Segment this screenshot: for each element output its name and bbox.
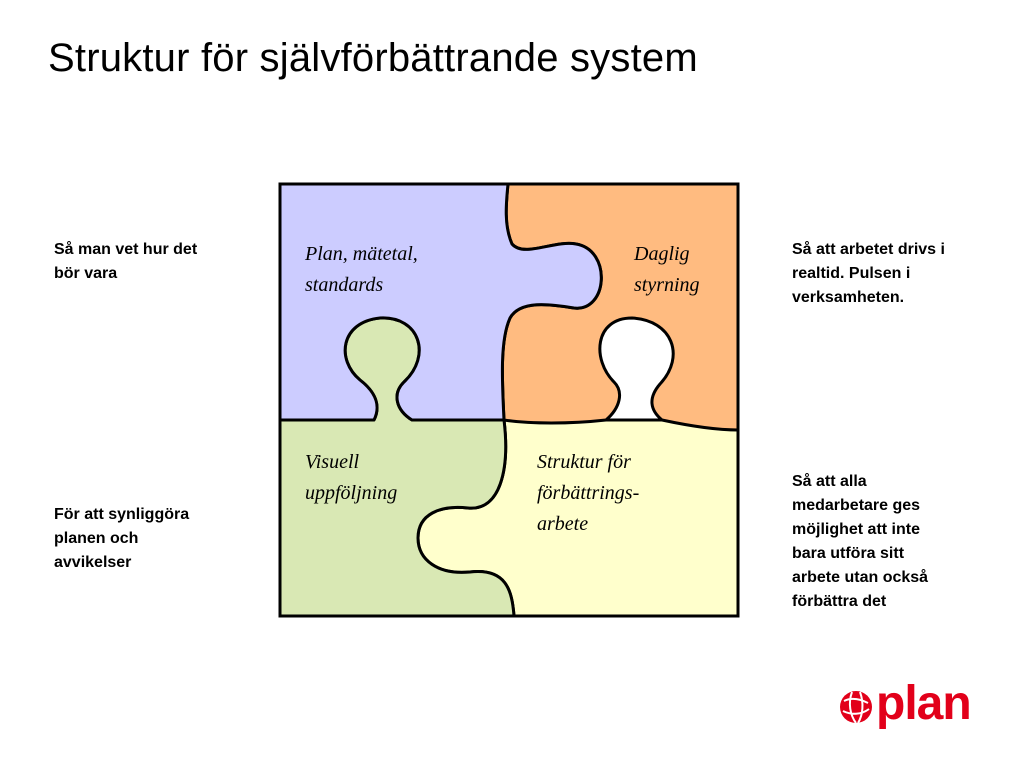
puzzle-diagram: [278, 182, 740, 618]
note-top-right: Så att arbetet drivs i realtid. Pulsen i…: [792, 241, 945, 306]
plan-logo-text: plan: [876, 677, 972, 730]
note-bottom-left: För att synliggöra planen och avvikelser: [54, 506, 190, 571]
piece-label-visuell-uppfoljning: Visuell uppföljning: [305, 451, 398, 504]
puzzle-piece-top-right: [500, 182, 740, 432]
plan-globe-icon: [840, 691, 872, 724]
piece-label-struktur-forbattring: Struktur för förbättrings- arbete: [537, 451, 640, 535]
puzzle-frame: [278, 182, 740, 618]
piece-label-daglig-styrning: Daglig styrning: [634, 243, 700, 296]
puzzle-piece-top-left: [278, 182, 603, 422]
piece-label-plan: Plan, mätetal, standards: [305, 243, 418, 296]
note-bottom-right: Så att alla medarbetare ges möjlighet at…: [792, 473, 929, 610]
page-title: Struktur för självförbättrande system: [48, 36, 698, 80]
note-top-left: Så man vet hur det bör vara: [54, 241, 198, 282]
